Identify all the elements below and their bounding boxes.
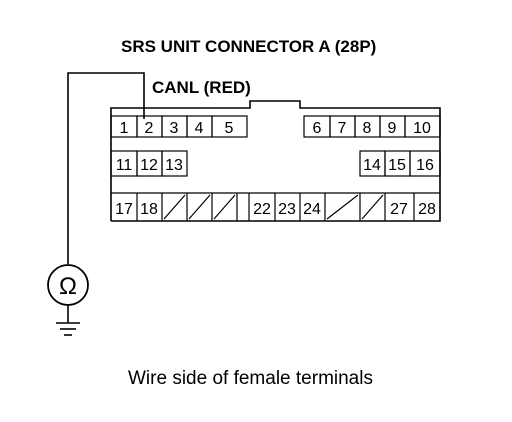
diagram-title: SRS UNIT CONNECTOR A (28P) (121, 37, 376, 56)
pin-11: 11 (116, 157, 133, 174)
pin-6: 6 (313, 120, 322, 137)
pin-16: 16 (416, 157, 434, 174)
probe-wire (67, 72, 145, 264)
pin-22: 22 (253, 201, 271, 218)
pin-17: 17 (115, 201, 133, 218)
pin-28: 28 (418, 201, 436, 218)
pin-8: 8 (363, 120, 372, 137)
pin-15: 15 (388, 157, 406, 174)
connector-row-2 (110, 150, 441, 177)
connector-row-3 (111, 192, 440, 221)
pin-24: 24 (303, 201, 321, 218)
pin-3: 3 (170, 120, 179, 137)
pin-27: 27 (390, 201, 408, 218)
pin-12: 12 (140, 157, 158, 174)
pin-5: 5 (225, 120, 234, 137)
connector-outline (110, 100, 441, 222)
pin-9: 9 (388, 120, 397, 137)
ohm-symbol: Ω (59, 273, 77, 300)
diagram-caption: Wire side of female terminals (128, 368, 373, 389)
pin-7: 7 (338, 120, 347, 137)
connector-row-1 (110, 115, 441, 138)
pin-13: 13 (165, 157, 183, 174)
pin-4: 4 (195, 120, 204, 137)
pin-10: 10 (413, 120, 431, 137)
pin-18: 18 (140, 201, 158, 218)
pin-1: 1 (120, 120, 129, 137)
ground-icon (56, 305, 80, 336)
wire-label: CANL (RED) (152, 78, 251, 97)
pin-23: 23 (278, 201, 296, 218)
pin-14: 14 (363, 157, 381, 174)
pin-2: 2 (145, 120, 154, 137)
unused-cavity-marks (163, 194, 384, 220)
